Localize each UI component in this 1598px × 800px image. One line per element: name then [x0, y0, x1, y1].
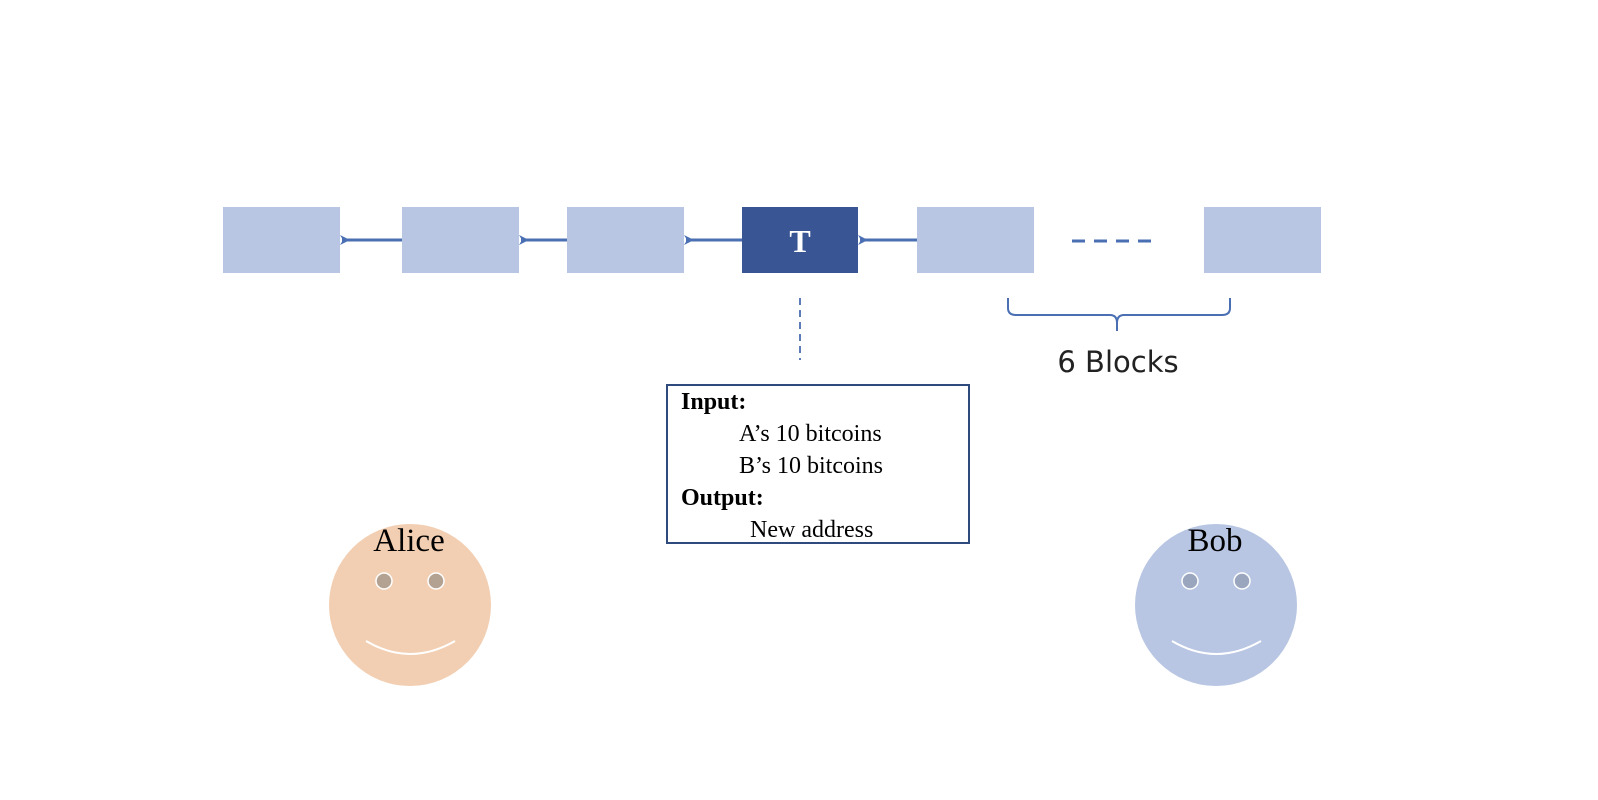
- transaction-input-heading: Input:: [681, 389, 747, 415]
- bob-name: Bob: [1187, 523, 1242, 559]
- transaction-input-a: A’s 10 bitcoins: [739, 421, 882, 447]
- alice-right-eye: [427, 572, 445, 590]
- bob-left-eye: [1181, 572, 1199, 590]
- block-1: [223, 207, 340, 273]
- transaction-input-b: B’s 10 bitcoins: [739, 453, 884, 479]
- block-3: [567, 207, 684, 273]
- transaction-output-heading: Output:: [681, 485, 764, 511]
- bob-right-eye: [1233, 572, 1251, 590]
- confirmation-label: 6 Blocks: [1057, 345, 1178, 379]
- block-6: [1204, 207, 1321, 273]
- transaction-box: Input: A’s 10 bitcoins B’s 10 bitcoins O…: [666, 384, 970, 544]
- bob-face: Bob: [1135, 523, 1297, 686]
- blockchain: T: [223, 207, 1321, 273]
- alice-head: [329, 524, 491, 686]
- transaction-output-address: New address: [750, 517, 874, 543]
- confirmation-brace: [1007, 298, 1231, 331]
- block-transaction-label: T: [789, 223, 810, 259]
- block-2: [402, 207, 519, 273]
- block-transaction: [742, 207, 858, 273]
- bob-smile: [1171, 640, 1262, 655]
- alice-name: Alice: [373, 523, 444, 559]
- block-5: [917, 207, 1034, 273]
- alice-smile: [365, 640, 456, 655]
- alice-face: Alice: [329, 523, 491, 686]
- alice-left-eye: [375, 572, 393, 590]
- bob-head: [1135, 524, 1297, 686]
